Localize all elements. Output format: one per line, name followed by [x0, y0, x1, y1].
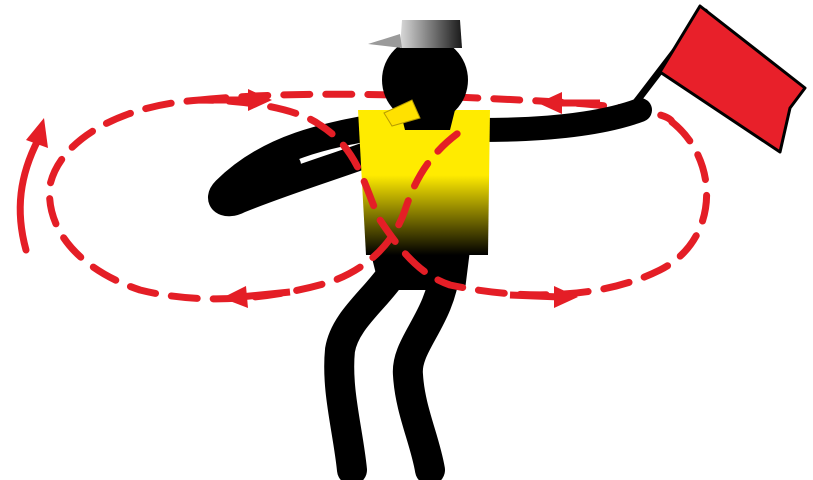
arrow-icon [20, 118, 48, 250]
cap-icon [368, 20, 462, 48]
red-flag-icon [630, 6, 805, 152]
arrow-icon [510, 286, 578, 308]
safety-vest [358, 110, 490, 255]
